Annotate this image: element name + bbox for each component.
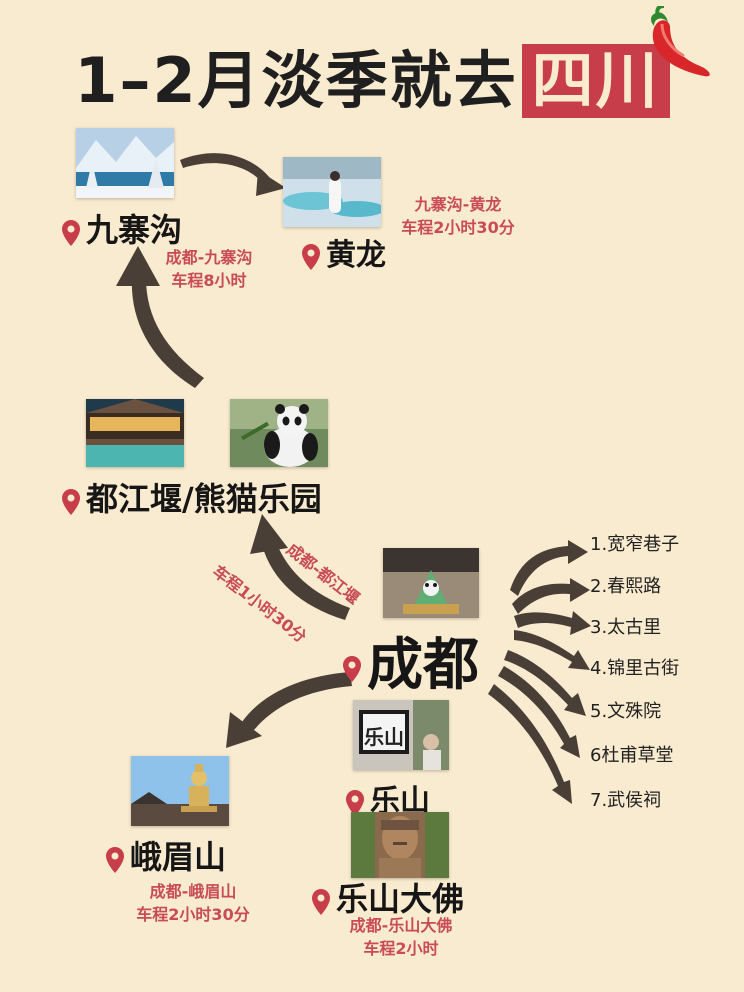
route-chengdu-leshan-buddha: 成都-乐山大佛 车程2小时 (340, 914, 462, 960)
dujiangyan-photo (86, 399, 184, 467)
chengdu-spot-3: 3.太古里 (590, 617, 662, 638)
route-chengdu-jiuzhaigou: 成都-九寨沟 车程8小时 (154, 246, 264, 292)
route-name: 成都-九寨沟 (165, 248, 253, 267)
location-pin-icon (312, 888, 330, 915)
chili-pepper-icon (651, 6, 710, 77)
arrow-spot-1 (510, 540, 588, 596)
page-title: 1–2月淡季就去四川 (0, 30, 744, 120)
arrow-spot-4 (514, 630, 590, 670)
place-emeishan-label: 峨眉山 (130, 838, 227, 876)
place-jiuzhaigou-label: 九寨沟 (86, 211, 183, 249)
arrow-chengdu-emeishan (242, 672, 352, 730)
leshan-sign-text: 乐山 (364, 725, 404, 749)
route-chengdu-dujiangyan-name: 成都-都江堰 (283, 539, 364, 608)
arrow-dujiangyan-jiuzhaigou (131, 278, 204, 388)
location-pin-icon (106, 846, 124, 873)
title-highlight: 四川 (521, 44, 670, 118)
location-pin-icon (343, 656, 361, 683)
arrow-spot-2 (512, 578, 590, 614)
place-leshan-buddha-label: 乐山大佛 (336, 880, 465, 918)
leshan-photo: 乐山 (353, 700, 449, 770)
panda-photo (230, 399, 328, 467)
chengdu-spot-6: 6杜甫草堂 (590, 745, 674, 766)
arrow-jiuzhaigou-huanglong (180, 153, 270, 182)
arrow-spot-6 (498, 666, 580, 758)
place-emeishan: 峨眉山 (106, 832, 226, 878)
location-pin-icon (62, 488, 80, 515)
leshan-buddha-photo (351, 812, 449, 878)
place-jiuzhaigou: 九寨沟 (62, 205, 182, 251)
location-pin-icon (62, 219, 80, 246)
arrowhead-jiuzhaigou-huanglong (256, 170, 286, 196)
arrowhead-chengdu-dujiangyan (250, 514, 288, 554)
place-chengdu-label: 成都 (367, 632, 479, 698)
arrow-spot-5 (504, 650, 586, 716)
chengdu-spot-2: 2.春熙路 (590, 576, 662, 597)
place-dujiangyan-panda-label: 都江堰/熊猫乐园 (86, 480, 322, 518)
jiuzhaigou-photo (76, 128, 174, 198)
route-chengdu-dujiangyan-time: 车程1小时30分 (209, 561, 311, 647)
arrowhead-chengdu-emeishan (226, 712, 262, 748)
title-main: 1–2月淡季就去 (74, 44, 518, 117)
route-time: 车程2小时30分 (401, 218, 515, 237)
route-jiuzhaigou-huanglong: 九寨沟-黄龙 车程2小时30分 (398, 193, 518, 239)
huanglong-photo (283, 157, 381, 227)
route-time: 车程2小时30分 (136, 905, 250, 924)
place-chengdu: 成都 (343, 620, 479, 701)
arrow-spot-3 (514, 611, 591, 635)
place-leshan-buddha: 乐山大佛 (312, 874, 464, 920)
route-time: 车程2小时 (363, 939, 439, 958)
emeishan-photo (131, 756, 229, 826)
location-pin-icon (302, 244, 320, 270)
chengdu-spot-4: 4.锦里古街 (590, 658, 680, 679)
arrow-spot-7 (488, 684, 572, 804)
chengdu-spot-5: 5.文殊院 (590, 701, 662, 722)
chengdu-spot-1: 1.宽窄巷子 (590, 534, 680, 555)
route-name: 成都-乐山大佛 (349, 916, 453, 935)
route-name: 成都-峨眉山 (149, 882, 237, 901)
place-dujiangyan-panda: 都江堰/熊猫乐园 (62, 474, 322, 520)
place-huanglong-label: 黄龙 (326, 238, 386, 273)
location-pin-icon (346, 790, 364, 816)
route-name: 九寨沟-黄龙 (414, 195, 502, 214)
route-chengdu-emeishan: 成都-峨眉山 车程2小时30分 (128, 880, 258, 926)
chengdu-photo (383, 548, 479, 618)
place-huanglong: 黄龙 (302, 230, 386, 274)
chengdu-spot-7: 7.武侯祠 (590, 790, 662, 811)
route-time: 车程8小时 (171, 271, 247, 290)
